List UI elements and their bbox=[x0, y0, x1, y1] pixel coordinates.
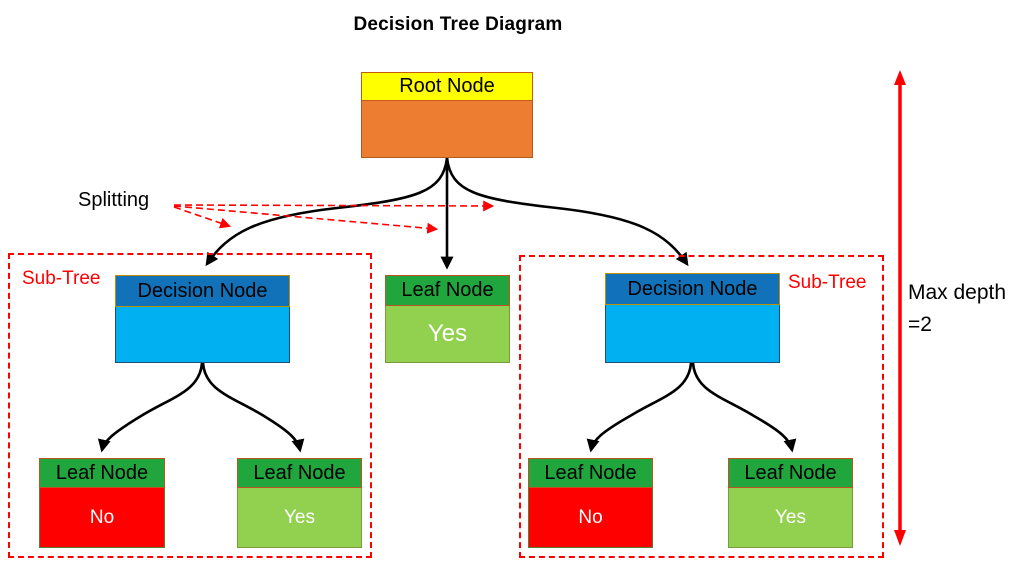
root-node-header: Root Node bbox=[361, 72, 533, 101]
leaf-node-right-yes-header: Leaf Node bbox=[728, 458, 853, 488]
leaf-node-middle-value: Yes bbox=[385, 306, 510, 363]
splitting-pointer-left bbox=[173, 206, 232, 229]
leaf-node-left-no: Leaf Node No bbox=[39, 458, 165, 548]
max-depth-line1: Max depth bbox=[908, 281, 1007, 304]
connector-root-to-left-decision bbox=[205, 157, 449, 267]
splitting-pointer-right bbox=[173, 200, 495, 212]
leaf-node-right-no-value: No bbox=[528, 488, 653, 548]
leaf-node-right-yes-value: Yes bbox=[728, 488, 853, 548]
leaf-node-right-no-header: Leaf Node bbox=[528, 458, 653, 488]
decision-node-left-header: Decision Node bbox=[115, 275, 290, 307]
connector-root-to-right-decision bbox=[445, 157, 689, 267]
max-depth-label: Max depth =2 bbox=[908, 277, 1006, 341]
decision-node-right-header: Decision Node bbox=[605, 273, 780, 305]
root-node-body bbox=[361, 101, 533, 158]
leaf-node-left-yes-value: Yes bbox=[237, 488, 362, 548]
leaf-node-left-no-value: No bbox=[39, 488, 165, 548]
subtree-frame-right bbox=[519, 255, 884, 558]
splitting-label: Splitting bbox=[78, 189, 150, 211]
page-title: Decision Tree Diagram bbox=[353, 14, 563, 35]
leaf-node-middle-header: Leaf Node bbox=[385, 275, 510, 306]
max-depth-arrow-head-top bbox=[894, 70, 906, 85]
decision-node-left: Decision Node bbox=[115, 275, 290, 363]
subtree-frame-left bbox=[8, 253, 372, 558]
leaf-node-left-yes: Leaf Node Yes bbox=[237, 458, 362, 548]
leaf-node-right-yes: Leaf Node Yes bbox=[728, 458, 853, 548]
decision-node-right: Decision Node bbox=[605, 273, 780, 363]
decision-node-left-body bbox=[115, 307, 290, 363]
leaf-node-left-yes-header: Leaf Node bbox=[237, 458, 362, 488]
subtree-label-right: Sub-Tree bbox=[788, 272, 867, 293]
leaf-node-middle: Leaf Node Yes bbox=[385, 275, 510, 363]
leaf-node-right-no: Leaf Node No bbox=[528, 458, 653, 548]
decision-node-right-body bbox=[605, 305, 780, 363]
root-node: Root Node bbox=[361, 72, 533, 158]
subtree-label-left: Sub-Tree bbox=[22, 268, 101, 289]
splitting-pointer-middle bbox=[173, 205, 439, 234]
leaf-node-left-no-header: Leaf Node bbox=[39, 458, 165, 488]
max-depth-arrow-head-bottom bbox=[894, 530, 906, 546]
max-depth-line2: =2 bbox=[908, 313, 932, 336]
